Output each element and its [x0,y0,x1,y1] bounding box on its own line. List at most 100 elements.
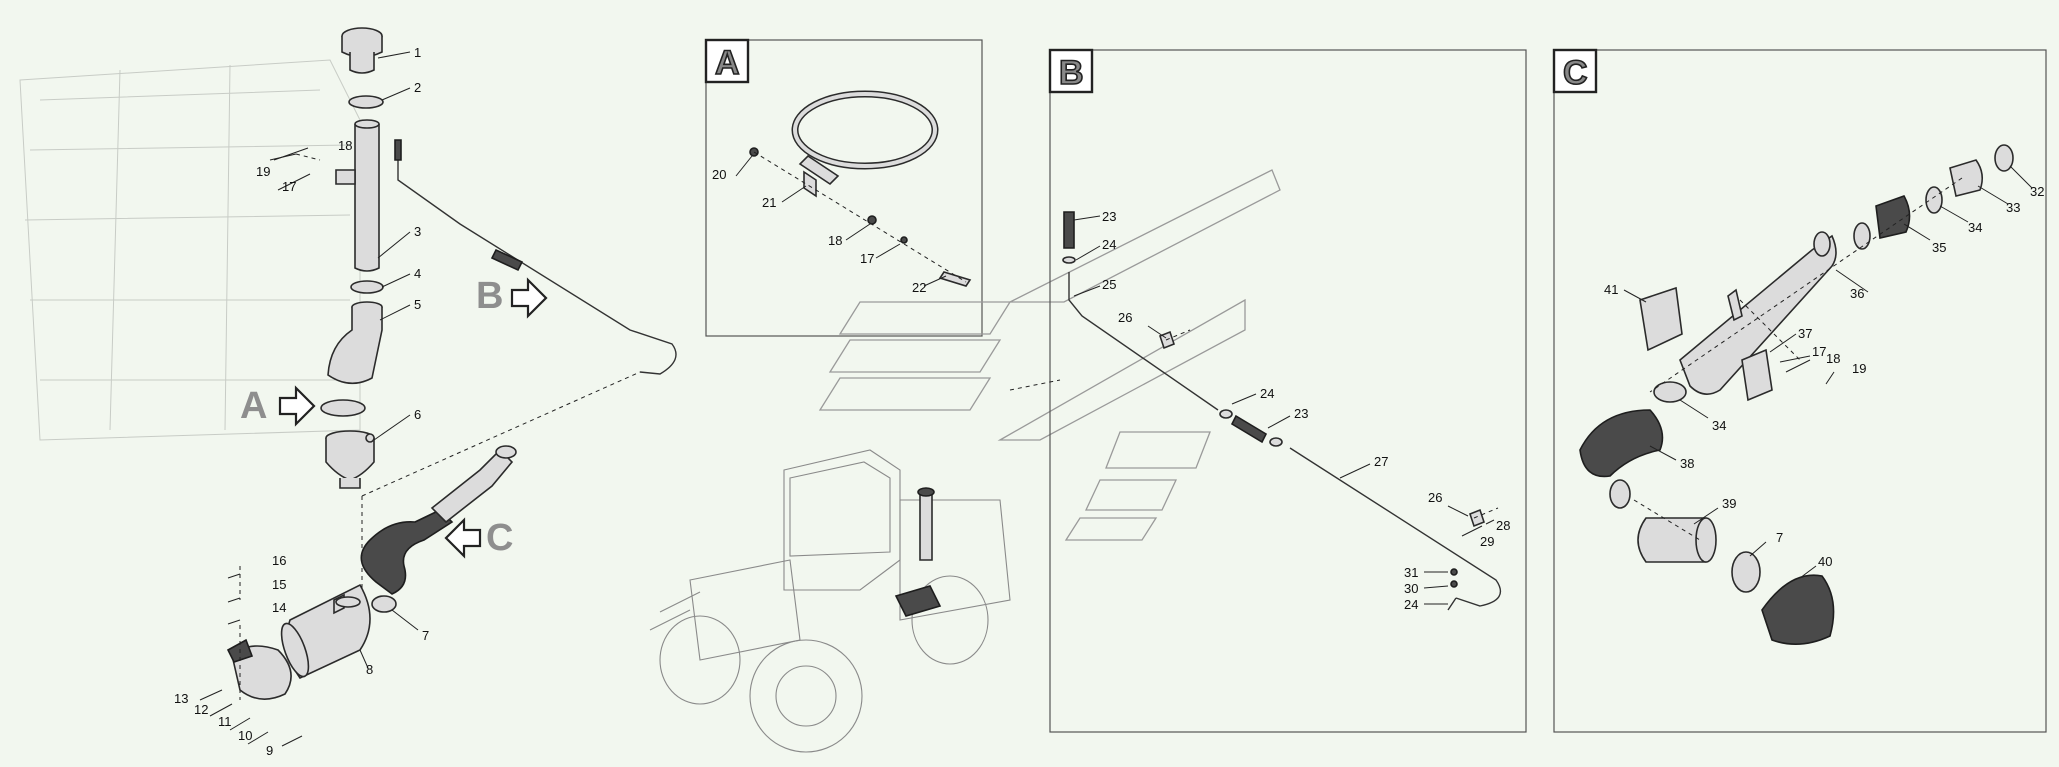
callout-13: 13 [174,691,188,706]
view-arrow-c: C [444,517,513,559]
part-17-washer [900,236,908,244]
part-33-sleeve [1949,159,1984,197]
callout-c-17: 17 [1812,344,1826,359]
callout-c-40: 40 [1818,554,1832,569]
part-1-cap [341,27,383,74]
part-34-ring-mid [1853,222,1871,250]
view-arrow-a-letter: A [240,385,267,427]
panel-c-label: C [1563,54,1588,92]
left-leaders [199,51,419,747]
panel-a-label: A [715,44,740,82]
callout-c-35: 35 [1932,240,1946,255]
callout-a-18: 18 [828,233,842,248]
tractor-overview [649,169,1281,753]
callout-c-38: 38 [1680,456,1694,471]
left-assembly [226,27,677,700]
ring-under-38 [1609,479,1631,509]
part-8-air-filter [280,583,371,680]
part-4-clamp [350,280,384,294]
part-25-pipe [1068,272,1219,411]
part-7-ring-c [1731,551,1761,593]
part-23-hose-mid [1230,414,1268,444]
callout-14: 14 [272,600,286,615]
tractor-body [649,449,1011,753]
callout-b-24-mid: 24 [1260,386,1274,401]
part-31-nut [1450,568,1458,576]
callout-c-32: 32 [2030,184,2044,199]
callout-b-23-mid: 23 [1294,406,1308,421]
clamp-ring [320,399,366,417]
callout-3: 3 [414,224,421,239]
callout-19: 19 [256,164,270,179]
callout-b-31: 31 [1404,565,1418,580]
part-7-ring [371,595,397,613]
callout-b-23-top: 23 [1102,209,1116,224]
callout-18: 18 [338,138,352,153]
background-cab-sketch [19,59,361,441]
part-21-clamp-band [791,90,939,198]
callout-2: 2 [414,80,421,95]
callout-7: 7 [422,628,429,643]
part-3-pipe [335,119,380,272]
callout-b-28: 28 [1496,518,1510,533]
part-18-washer [867,215,877,225]
part-35-coupler [1875,195,1911,239]
callout-6: 6 [414,407,421,422]
panel-c: C [1552,48,2047,733]
part-24-clamp-low [1269,437,1283,447]
callout-a-22: 22 [912,280,926,295]
left-callouts: 1 2 3 4 5 6 7 8 9 10 11 12 13 14 15 16 1… [174,45,429,758]
part-30-washer [1450,580,1458,588]
callout-8: 8 [366,662,373,677]
part-22-bolt [938,271,972,287]
part-27-pipe [1289,447,1502,607]
callout-c-34-top: 34 [1968,220,1982,235]
part-2-clamp [348,95,384,109]
callout-10: 10 [238,728,252,743]
callout-4: 4 [414,266,421,281]
callout-b-24-low: 24 [1404,597,1418,612]
callout-a-20: 20 [712,167,726,182]
panel-a-badge [704,38,750,84]
panel-b-badge [1048,48,1094,94]
callout-c-34-low: 34 [1712,418,1726,433]
callout-1: 1 [414,45,421,60]
part-38-hose [1579,409,1664,478]
part-11-strap [226,638,292,700]
view-arrow-a: A [240,385,316,427]
part-23-hose-top [1063,211,1075,249]
panel-c-badge [1552,48,1598,94]
callout-c-37: 37 [1798,326,1812,341]
part-41-bracket [1639,286,1683,352]
part-40-elbow [1761,574,1835,645]
part-37-strap [1741,348,1773,402]
callout-b-25: 25 [1102,277,1116,292]
tractor-intake-highlight [894,487,942,617]
part-32-ring [1994,144,2014,172]
part-36-pipe [1679,231,1837,395]
callout-c-33: 33 [2006,200,2020,215]
part-5-elbow [327,301,383,385]
panel-b: B 23 24 25 26 24 23 27 26 [1009,48,1527,733]
view-arrow-c-letter: C [486,517,513,559]
view-arrow-b: B [476,275,548,319]
callout-c-19: 19 [1852,361,1866,376]
callout-12: 12 [194,702,208,717]
callout-b-27: 27 [1374,454,1388,469]
callout-c-18: 18 [1826,351,1840,366]
callout-5: 5 [414,297,421,312]
callout-b-26-low: 26 [1428,490,1442,505]
callout-b-29: 29 [1480,534,1494,549]
callout-a-21: 21 [762,195,776,210]
part-24-clamp-top [1062,256,1076,264]
panel-b-label: B [1059,54,1084,92]
callout-17: 17 [282,179,296,194]
callout-16: 16 [272,553,286,568]
callout-c-36: 36 [1850,286,1864,301]
callout-15: 15 [272,577,286,592]
part-26-bracket-b [1469,508,1485,528]
part-39-tube [1637,517,1717,563]
part-24-clamp-mid [1219,409,1233,419]
callout-9: 9 [266,743,273,758]
